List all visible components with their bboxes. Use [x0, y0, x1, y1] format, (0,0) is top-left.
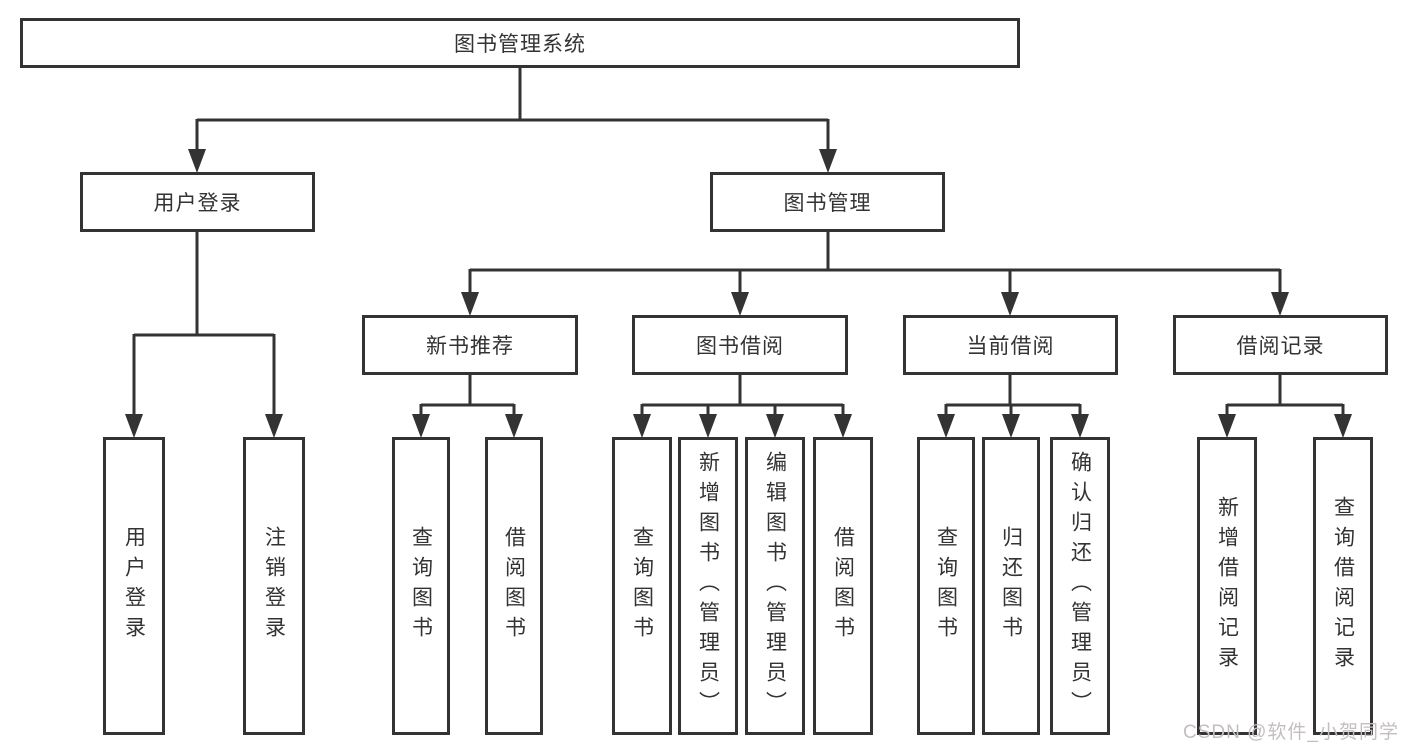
- leaf-label: 查询图书: [409, 526, 433, 646]
- node-label: 新书推荐: [426, 335, 514, 358]
- node-book-management: 图书管理: [710, 172, 945, 232]
- leaf-label: 借阅图书: [502, 526, 526, 646]
- leaf-query-books-recommend: 查询图书: [392, 437, 450, 735]
- node-user-login: 用户登录: [80, 172, 315, 232]
- leaf-logout: 注销登录: [243, 437, 305, 735]
- connector-root-to-level2: [188, 66, 837, 173]
- connector-borrowing-to-leaves: [633, 373, 852, 438]
- node-label: 用户登录: [153, 192, 242, 215]
- csdn-watermark: CSDN @软件_小贺同学: [1183, 722, 1399, 743]
- leaf-label: 确认归还（管理员）: [1068, 451, 1092, 721]
- leaf-confirm-return-admin: 确认归还（管理员）: [1050, 437, 1110, 735]
- leaf-label: 查询图书: [934, 526, 958, 646]
- leaf-edit-book-admin: 编辑图书（管理员）: [745, 437, 805, 735]
- leaf-label: 编辑图书（管理员）: [763, 451, 787, 721]
- leaf-label: 借阅图书: [831, 526, 855, 646]
- node-library-management-system: 图书管理系统: [20, 18, 1020, 68]
- connector-user-login-to-leaves: [125, 230, 283, 438]
- node-borrowing-records: 借阅记录: [1173, 315, 1388, 375]
- leaf-user-login: 用户登录: [103, 437, 165, 735]
- leaf-borrow-books-borrowing: 借阅图书: [813, 437, 873, 735]
- leaf-add-borrow-record: 新增借阅记录: [1197, 437, 1257, 735]
- leaf-label: 查询图书: [630, 526, 654, 646]
- leaf-label: 用户登录: [122, 526, 146, 646]
- leaf-query-books-borrowing: 查询图书: [612, 437, 672, 735]
- leaf-add-book-admin: 新增图书（管理员）: [678, 437, 738, 735]
- node-label: 图书管理: [783, 192, 872, 215]
- leaf-label: 归还图书: [999, 526, 1023, 646]
- leaf-label: 新增借阅记录: [1215, 496, 1239, 676]
- leaf-return-books: 归还图书: [982, 437, 1040, 735]
- node-label: 图书管理系统: [454, 33, 586, 56]
- node-new-book-recommendation: 新书推荐: [362, 315, 578, 375]
- connector-current-to-leaves: [937, 373, 1089, 438]
- connector-new-book-to-leaves: [412, 373, 523, 438]
- node-book-borrowing: 图书借阅: [632, 315, 848, 375]
- leaf-query-books-current: 查询图书: [917, 437, 975, 735]
- node-label: 当前借阅: [966, 335, 1055, 358]
- connector-book-mgmt-to-level3: [461, 230, 1289, 316]
- leaf-query-borrow-record: 查询借阅记录: [1313, 437, 1373, 735]
- leaf-label: 新增图书（管理员）: [696, 451, 720, 721]
- node-current-borrowing: 当前借阅: [903, 315, 1118, 375]
- leaf-label: 注销登录: [262, 526, 286, 646]
- connector-records-to-leaves: [1218, 373, 1352, 438]
- node-label: 图书借阅: [696, 335, 784, 358]
- node-label: 借阅记录: [1236, 335, 1325, 358]
- leaf-borrow-books-recommend: 借阅图书: [485, 437, 543, 735]
- leaf-label: 查询借阅记录: [1331, 496, 1355, 676]
